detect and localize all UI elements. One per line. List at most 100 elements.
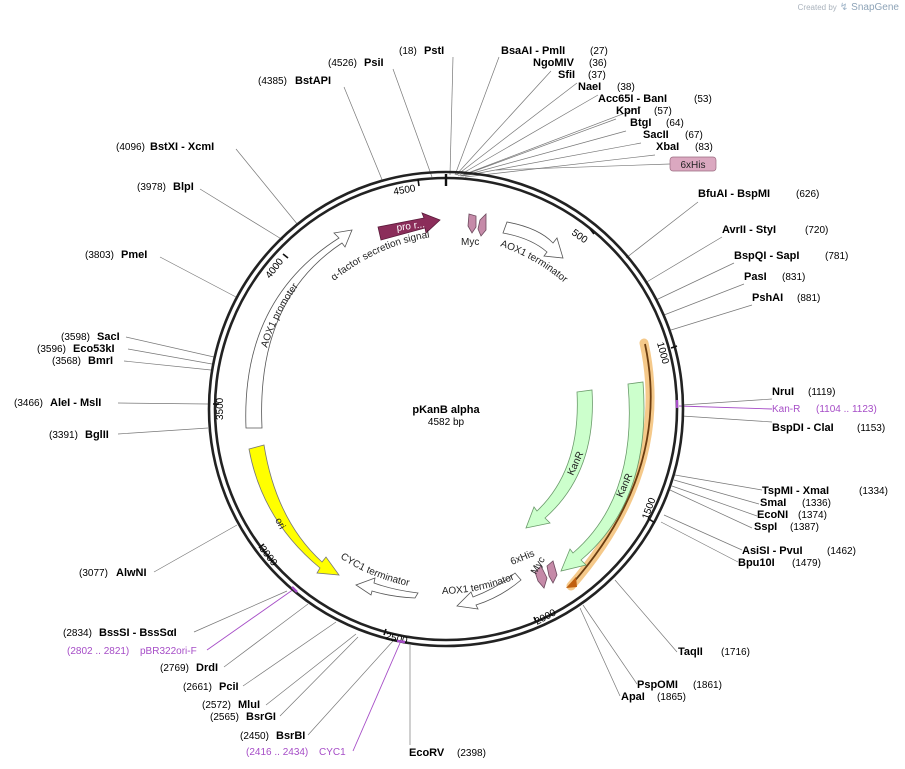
site-pos: (64) — [666, 118, 684, 129]
site-name: BtgI — [630, 117, 651, 129]
site-pos: (720) — [805, 225, 828, 236]
site-labels-right: BsaAI - PmlI (27) NgoMIV (36) SfiI (37) … — [501, 45, 888, 703]
site-pos: (626) — [796, 189, 819, 200]
site-name: NaeI — [578, 81, 601, 93]
site-pos: (4096) — [116, 142, 145, 153]
his-bottom-arrow[interactable] — [546, 560, 558, 584]
site-name: XbaI — [656, 141, 679, 153]
site-name: NgoMIV — [533, 57, 575, 69]
plasmid-length: 4582 bp — [428, 417, 465, 428]
site-pos: (1716) — [721, 647, 750, 658]
site-name: BstXI - XcmI — [150, 141, 214, 153]
site-pos: (1479) — [792, 558, 821, 569]
aox1-terminator-top-arrow[interactable] — [502, 221, 564, 259]
primer-lines — [206, 405, 773, 752]
his-tag-top-badge[interactable]: 6xHis — [669, 156, 717, 172]
site-name: PmeI — [121, 249, 147, 261]
site-name: SacII — [643, 129, 669, 141]
site-name: PciI — [219, 681, 239, 693]
tick-labels: 500 1000 1500 2000 2500 3000 3500 4000 4… — [215, 183, 671, 647]
site-name: AlwNI — [116, 567, 147, 579]
site-pos: (781) — [825, 251, 848, 262]
site-pos: (1462) — [827, 546, 856, 557]
aox1-terminator-bottom-label: AOX1 terminator — [442, 571, 517, 597]
site-name: BsrBI — [276, 730, 305, 742]
site-pos: (1119) — [808, 387, 835, 398]
site-pos: (2398) — [457, 748, 486, 759]
ori-arrow[interactable] — [248, 444, 340, 576]
primer-range: (1104 .. 1123) — [816, 404, 877, 415]
cyc1-terminator-arrow[interactable] — [355, 577, 419, 599]
aox1-terminator-bottom-arrow[interactable] — [456, 572, 522, 610]
site-pos: (1861) — [693, 680, 722, 691]
site-pos: (38) — [617, 82, 635, 93]
kanr-inner-arrow[interactable] — [525, 389, 593, 529]
site-name: Bpu10I — [738, 557, 775, 569]
aox1-promoter-arrow[interactable] — [245, 229, 353, 429]
site-name: PsiI — [364, 57, 384, 69]
site-pos: (3803) — [85, 250, 114, 261]
site-name: ApaI — [621, 691, 645, 703]
kanr-outer-arrow[interactable] — [560, 381, 645, 572]
ori-label: ori — [272, 516, 287, 531]
site-name: BspDI - ClaI — [772, 422, 834, 434]
site-pos: (3978) — [137, 182, 166, 193]
site-pos: (3596) — [37, 344, 66, 355]
site-name: BfuAI - BspMI — [698, 188, 770, 200]
site-name: PshAI — [752, 292, 783, 304]
site-pos: (3391) — [49, 430, 78, 441]
site-pos: (2834) — [63, 628, 92, 639]
primer-name: pBR322ori-F — [140, 646, 197, 657]
site-pos: (27) — [590, 46, 608, 57]
pro-region-arrow[interactable] — [377, 212, 441, 241]
site-pos: (2769) — [160, 663, 189, 674]
site-pos: (18) — [399, 46, 417, 57]
his-top-arrow[interactable] — [477, 213, 487, 237]
site-name: SfiI — [558, 69, 575, 81]
site-pos: (1334) — [859, 486, 888, 497]
site-name: BlpI — [173, 181, 194, 193]
tick-label: 500 — [569, 227, 589, 246]
site-pos: (3077) — [79, 568, 108, 579]
site-name: SspI — [754, 521, 777, 533]
site-name: BsrGI — [246, 711, 276, 723]
tick-label: 2500 — [384, 631, 409, 647]
site-pos: (2565) — [210, 712, 239, 723]
site-name: BspQI - SapI — [734, 250, 799, 262]
site-name: MluI — [238, 699, 260, 711]
myc-top-label: Myc — [461, 237, 479, 248]
site-pos: (2450) — [240, 731, 269, 742]
primer-name: Kan-R — [772, 404, 800, 415]
site-pos: (3568) — [52, 356, 81, 367]
myc-top-arrow[interactable] — [467, 213, 477, 234]
site-pos: (1865) — [657, 692, 686, 703]
site-pos: (1387) — [790, 522, 819, 533]
site-name: BglII — [85, 429, 109, 441]
site-pos: (2572) — [202, 700, 231, 711]
callout-lines — [117, 56, 773, 745]
site-labels-left: (18) PstI (4526) PsiI (4385) BstAPI (409… — [14, 45, 486, 759]
primer-range: (2416 .. 2434) — [246, 747, 308, 758]
tick-label: 3500 — [215, 397, 226, 420]
site-name: BmrI — [88, 355, 113, 367]
tick-label: 4000 — [264, 256, 287, 281]
myc-bottom-arrow[interactable] — [534, 565, 548, 589]
snapgene-name: SnapGene — [851, 2, 899, 13]
site-name: BstAPI — [295, 75, 331, 87]
site-pos: (83) — [695, 142, 713, 153]
site-name: PspOMI — [637, 679, 678, 691]
site-name: DrdI — [196, 662, 218, 674]
site-name: AleI - MslI — [50, 397, 101, 409]
primer-name: CYC1 — [319, 747, 346, 758]
site-name: SmaI — [760, 497, 786, 509]
site-name: Acc65I - BanI — [598, 93, 667, 105]
site-pos: (3598) — [61, 332, 90, 343]
site-pos: (57) — [654, 106, 672, 117]
site-name: KpnI — [616, 105, 640, 117]
site-name: NruI — [772, 386, 794, 398]
site-pos: (4385) — [258, 76, 287, 87]
site-pos: (2661) — [183, 682, 212, 693]
site-name: EcoNI — [757, 509, 788, 521]
plasmid-name: pKanB alpha — [412, 404, 480, 416]
